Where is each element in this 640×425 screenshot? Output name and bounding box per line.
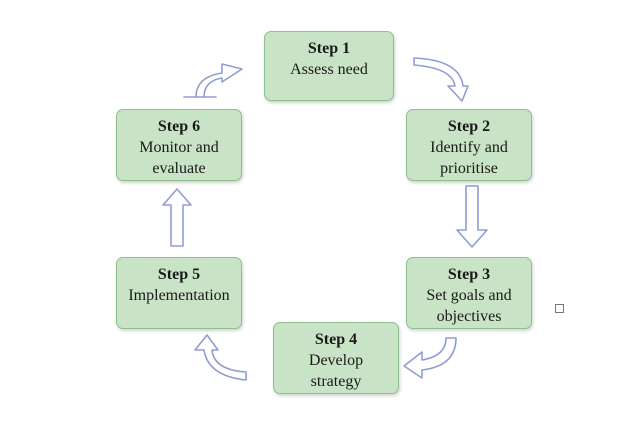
step-4-description: Develop strategy: [308, 352, 364, 390]
arrow-step1-to-step2: [413, 57, 469, 102]
step-4-title: Step 4: [314, 331, 358, 348]
step-6-title: Step 6: [157, 118, 201, 135]
step-6-description: Monitor and evaluate: [139, 139, 219, 177]
arrow-step3-to-step4: [403, 337, 457, 379]
step-5-box: Step 5 Implementation: [116, 257, 242, 329]
arrow-step5-to-step6: [162, 188, 192, 247]
step-1-title: Step 1: [307, 40, 351, 57]
step-2-description: Identify and prioritise: [430, 139, 508, 177]
arrow-step2-to-step3: [456, 185, 488, 248]
step-4-box: Step 4 Develop strategy: [273, 322, 399, 394]
step-3-box: Step 3 Set goals and objectives: [406, 257, 532, 329]
step-1-description: Assess need: [290, 61, 368, 78]
step-5-description: Implementation: [128, 287, 230, 304]
step-2-title: Step 2: [447, 118, 491, 135]
step-3-title: Step 3: [447, 266, 491, 283]
arrow-step6-to-step1: [183, 63, 243, 98]
selection-handle[interactable]: [555, 304, 564, 313]
step-5-title: Step 5: [157, 266, 201, 283]
step-6-box: Step 6 Monitor and evaluate: [116, 109, 242, 181]
step-2-box: Step 2 Identify and prioritise: [406, 109, 532, 181]
arrow-step4-to-step5: [194, 334, 247, 381]
step-1-box: Step 1 Assess need: [264, 31, 394, 101]
step-3-description: Set goals and objectives: [426, 287, 512, 325]
